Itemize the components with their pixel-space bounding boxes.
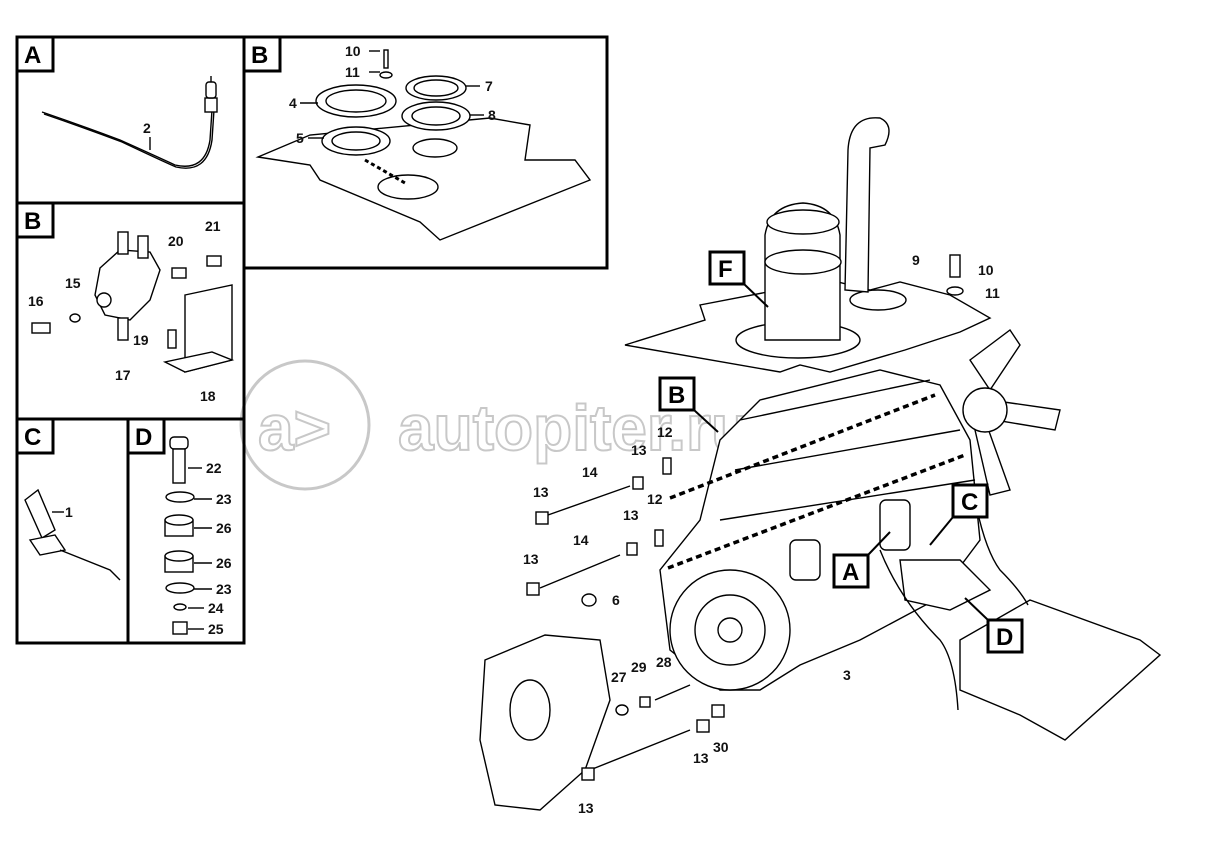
svg-text:B: B	[251, 42, 268, 69]
watermark-logo: a>	[258, 392, 331, 464]
engine-assembly: 9 10 11 12 12 13 13 13 13 13 13 14 14 6 …	[479, 117, 1162, 816]
part-label-15: 15	[65, 275, 81, 291]
svg-text:A: A	[842, 559, 859, 586]
svg-text:A: A	[24, 42, 41, 69]
panel-b-gasket-plate: 10 11 4 5 7 8	[255, 43, 592, 241]
svg-text:F: F	[718, 256, 733, 283]
part-label-7: 7	[485, 78, 493, 94]
svg-text:B: B	[24, 208, 41, 235]
panel-d-mount-stack: 22 23 26 26 23 24 25	[164, 436, 232, 637]
part-label-4: 4	[289, 95, 297, 111]
part-label-13-c: 13	[623, 507, 639, 523]
part-label-8: 8	[488, 107, 496, 123]
part-label-13-b: 13	[533, 484, 549, 500]
callout-b: B	[658, 376, 719, 433]
part-label-23-upper: 23	[216, 491, 232, 507]
part-label-3: 3	[843, 667, 851, 683]
svg-text:D: D	[996, 624, 1013, 651]
part-label-10-main: 10	[978, 262, 994, 278]
part-label-11: 11	[345, 64, 360, 80]
panel-label-b-top: B	[242, 35, 282, 73]
part-label-17: 17	[115, 367, 131, 383]
panel-label-b-left: B	[15, 201, 55, 239]
part-label-19: 19	[133, 332, 149, 348]
watermark-text: autopiter.ru	[398, 392, 750, 464]
part-label-24: 24	[208, 600, 224, 616]
part-label-23-lower: 23	[216, 581, 232, 597]
part-label-14-lower: 14	[573, 532, 589, 548]
part-label-28: 28	[656, 654, 672, 670]
part-label-9: 9	[912, 252, 920, 268]
part-label-5: 5	[296, 130, 304, 146]
panel-label-a: A	[15, 35, 55, 73]
panel-label-d: D	[126, 417, 166, 455]
panel-a-cable: 2	[41, 76, 218, 169]
panel-c-pedal: 1	[24, 488, 121, 581]
part-label-14-upper: 14	[582, 464, 598, 480]
part-label-26-lower: 26	[216, 555, 232, 571]
part-label-1: 1	[65, 504, 73, 520]
part-label-29: 29	[631, 659, 647, 675]
part-label-27: 27	[611, 669, 627, 685]
callout-a: A	[832, 531, 891, 589]
part-label-20: 20	[168, 233, 184, 249]
part-label-13-d: 13	[523, 551, 539, 567]
part-label-18: 18	[200, 388, 216, 404]
svg-text:D: D	[135, 424, 152, 451]
callout-f: F	[708, 250, 769, 308]
part-label-21: 21	[205, 218, 221, 234]
part-label-22: 22	[206, 460, 222, 476]
part-label-13-f: 13	[578, 800, 594, 816]
callout-d: D	[964, 597, 1024, 654]
callout-c: C	[929, 483, 989, 546]
part-label-10: 10	[345, 43, 361, 59]
part-label-2: 2	[143, 120, 151, 136]
panel-b-valve-assembly: 20 21 15 16 19 17 18	[28, 218, 235, 404]
part-label-25: 25	[208, 621, 224, 637]
part-label-6: 6	[612, 592, 620, 608]
part-label-30: 30	[713, 739, 729, 755]
svg-text:C: C	[24, 424, 41, 451]
svg-text:B: B	[668, 382, 685, 409]
svg-text:C: C	[961, 489, 978, 516]
part-label-12-upper: 12	[657, 424, 673, 440]
part-label-13-a: 13	[631, 442, 647, 458]
part-label-11-main: 11	[985, 285, 1000, 301]
part-label-16: 16	[28, 293, 44, 309]
part-label-12-lower: 12	[647, 491, 663, 507]
part-label-26-upper: 26	[216, 520, 232, 536]
part-label-13-e: 13	[693, 750, 709, 766]
panel-label-c: C	[15, 417, 55, 455]
